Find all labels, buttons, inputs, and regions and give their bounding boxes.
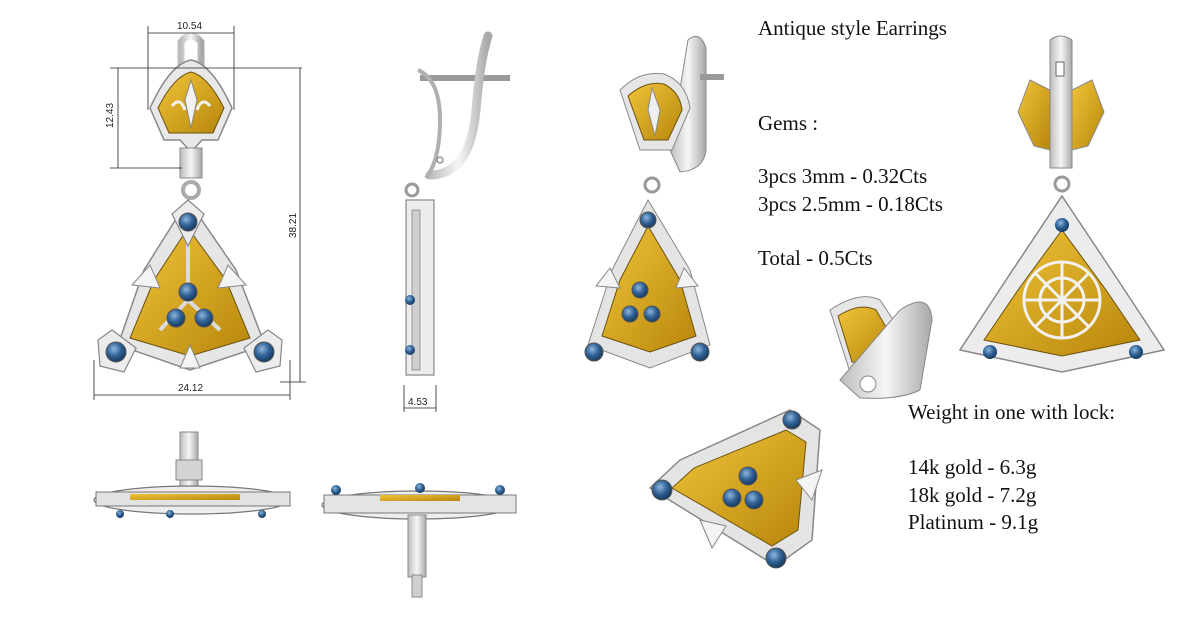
front-view-earring [97,32,283,373]
perspective-view-earring [584,35,724,369]
dim-thickness: 4.53 [408,397,428,408]
weight-14k: 14k gold - 6.3g [908,455,1037,479]
tilted-view-earring [648,296,933,569]
dim-height-total: 38.21 [288,213,299,238]
weight-18k: 18k gold - 7.2g [908,483,1037,507]
weight-platinum: Platinum - 9.1g [908,510,1039,534]
gems-total: Total - 0.5Cts [758,246,873,270]
weight-heading: Weight in one with lock: [908,400,1116,424]
gems-heading: Gems : [758,111,819,135]
gems-line-1: 3pcs 3mm - 0.32Cts [758,164,928,188]
dim-height-top: 12.43 [105,103,116,128]
side-view-earring [404,31,510,376]
dim-width-top: 10.54 [177,21,202,32]
back-view-earring [958,35,1166,373]
dimension-lines-front [93,26,306,400]
dim-width-total: 24.12 [178,383,203,394]
dimension-lines-side [403,385,437,412]
bottom-view-earring [93,431,291,518]
top-view-earring [321,483,517,598]
drawing-title: Antique style Earrings [758,16,947,40]
gems-line-2: 3pcs 2.5mm - 0.18Cts [758,192,943,216]
